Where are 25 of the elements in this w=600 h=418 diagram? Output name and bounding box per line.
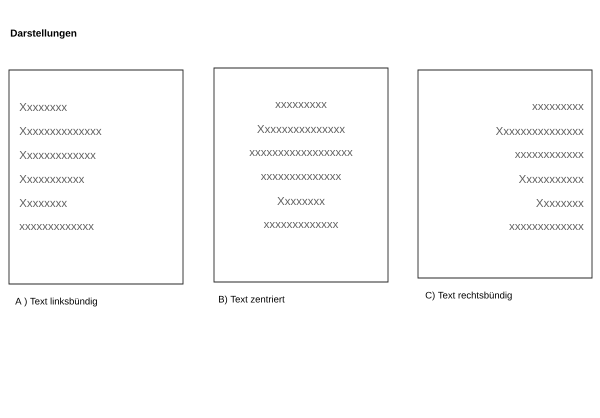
text-line: Xxxxxxxx	[536, 199, 584, 207]
text-line: Xxxxxxxxxxx	[518, 175, 584, 183]
node-label: A ) Text linksbündig	[15, 298, 97, 306]
heading: Darstellungen	[10, 29, 76, 39]
text-line: Xxxxxxxxxxxxxxx	[257, 125, 345, 133]
text-line: Xxxxxxxxxxx	[19, 175, 84, 183]
text-line: xxxxxxxxxxxxx	[264, 222, 338, 228]
text-line: xxxxxxxxx	[532, 104, 584, 110]
text-line: xxxxxxxxxxxx	[514, 152, 584, 158]
text-line: Xxxxxxxxxxxxx	[19, 151, 96, 159]
text-line: Xxxxxxxx	[19, 199, 67, 207]
page-box	[418, 70, 592, 278]
text-line: Xxxxxxxxxxxxxxx	[496, 127, 584, 135]
text-line: xxxxxxxxxxxxx	[509, 224, 584, 230]
text-line: xxxxxxxxxxxxxx	[260, 174, 342, 180]
text-line: Xxxxxxxxxxxxxx	[19, 127, 102, 135]
text-line: xxxxxxxxxxxxx	[19, 224, 94, 230]
text-line: Xxxxxxxx	[19, 103, 67, 111]
text-line: Xxxxxxxx	[277, 197, 325, 205]
page-box	[214, 68, 388, 282]
page-box	[8, 70, 184, 284]
node-label: B) Text zentriert	[218, 296, 285, 304]
text-line: xxxxxxxxx	[275, 102, 327, 108]
text-line: xxxxxxxxxxxxxxxxxx	[249, 150, 353, 156]
node-label: C) Text rechtsbündig	[426, 292, 512, 300]
